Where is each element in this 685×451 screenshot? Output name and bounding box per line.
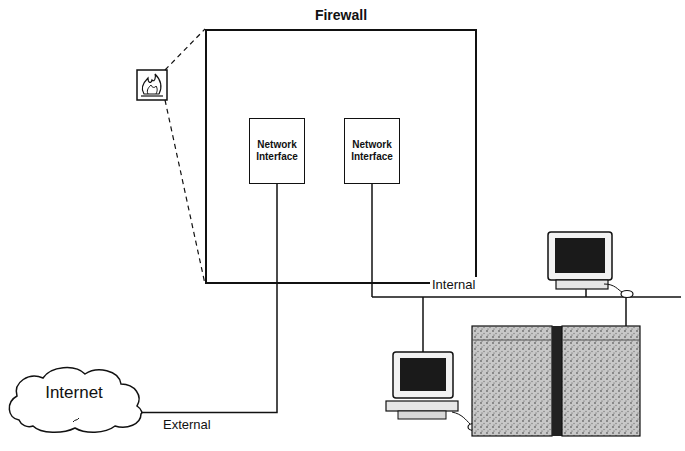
link-label: External — [161, 417, 213, 432]
box-label: Network Interface — [254, 139, 300, 164]
zoom-line — [165, 29, 205, 70]
zoom-line — [165, 100, 205, 284]
workstation — [386, 352, 480, 431]
firewall-box: FirewallNetwork InterfaceNetwork Interfa… — [205, 29, 477, 284]
interface-box: Network Interface — [344, 118, 400, 184]
fire-icon — [137, 70, 167, 100]
network-link — [141, 184, 277, 412]
box-title: Firewall — [207, 7, 475, 23]
box-label: Network Interface — [349, 139, 395, 164]
workstation — [548, 232, 633, 298]
interface-box: Network Interface — [249, 118, 305, 184]
cloud-label: Internet — [45, 383, 103, 403]
internet-cloud: Internet — [5, 362, 143, 434]
network-label: Internal — [430, 277, 477, 292]
server — [472, 326, 640, 436]
